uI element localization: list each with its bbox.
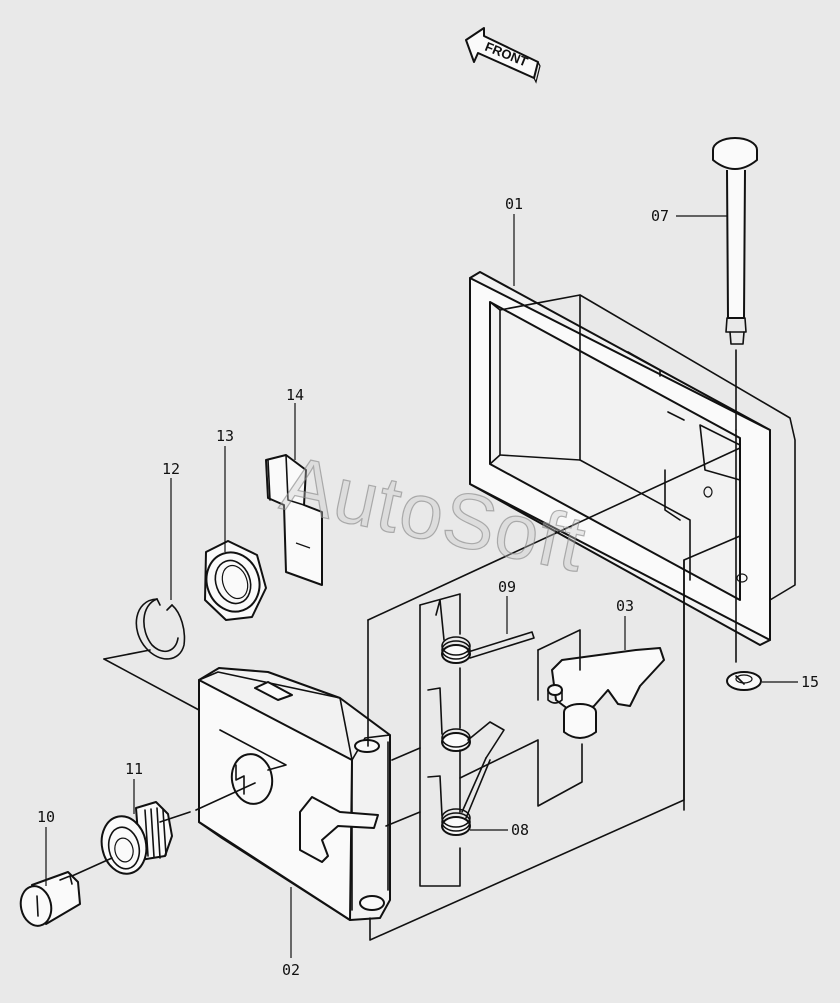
label-11: 11 bbox=[125, 760, 143, 778]
label-01: 01 bbox=[505, 195, 523, 213]
label-09: 09 bbox=[498, 578, 516, 596]
callout-07: 07 bbox=[651, 207, 727, 225]
callout-10: 10 bbox=[37, 808, 55, 886]
label-08: 08 bbox=[511, 821, 529, 839]
plate-part-14 bbox=[265, 454, 323, 586]
spring-part-08 bbox=[427, 687, 505, 836]
callout-11: 11 bbox=[125, 760, 143, 814]
callout-08: 08 bbox=[470, 821, 529, 839]
label-12: 12 bbox=[162, 460, 180, 478]
front-arrow: FRONT bbox=[465, 27, 541, 84]
callout-13: 13 bbox=[216, 427, 234, 552]
label-15: 15 bbox=[801, 673, 819, 691]
callout-02: 02 bbox=[282, 887, 300, 979]
snap-ring-part-12 bbox=[135, 598, 186, 660]
callout-14: 14 bbox=[286, 386, 304, 460]
spring-part-09 bbox=[435, 599, 535, 664]
e-clip-part-15 bbox=[726, 671, 762, 691]
nut-part-13 bbox=[204, 540, 267, 621]
callout-01: 01 bbox=[505, 195, 523, 286]
callout-03: 03 bbox=[616, 597, 634, 650]
cylinder-body-part-11 bbox=[100, 801, 173, 875]
assembly-lines bbox=[71, 429, 741, 941]
base-plate-part-02 bbox=[198, 667, 391, 921]
pin-part-07 bbox=[712, 137, 758, 431]
key-barrel-part-10 bbox=[19, 871, 81, 927]
callout-12: 12 bbox=[162, 460, 180, 600]
label-02: 02 bbox=[282, 961, 300, 979]
housing-part-01 bbox=[469, 271, 796, 646]
label-10: 10 bbox=[37, 808, 55, 826]
callout-09: 09 bbox=[498, 578, 516, 634]
label-13: 13 bbox=[216, 427, 234, 445]
label-14: 14 bbox=[286, 386, 304, 404]
label-03: 03 bbox=[616, 597, 634, 615]
callout-15: 15 bbox=[762, 673, 819, 691]
label-07: 07 bbox=[651, 207, 669, 225]
lever-part-03 bbox=[547, 647, 665, 739]
